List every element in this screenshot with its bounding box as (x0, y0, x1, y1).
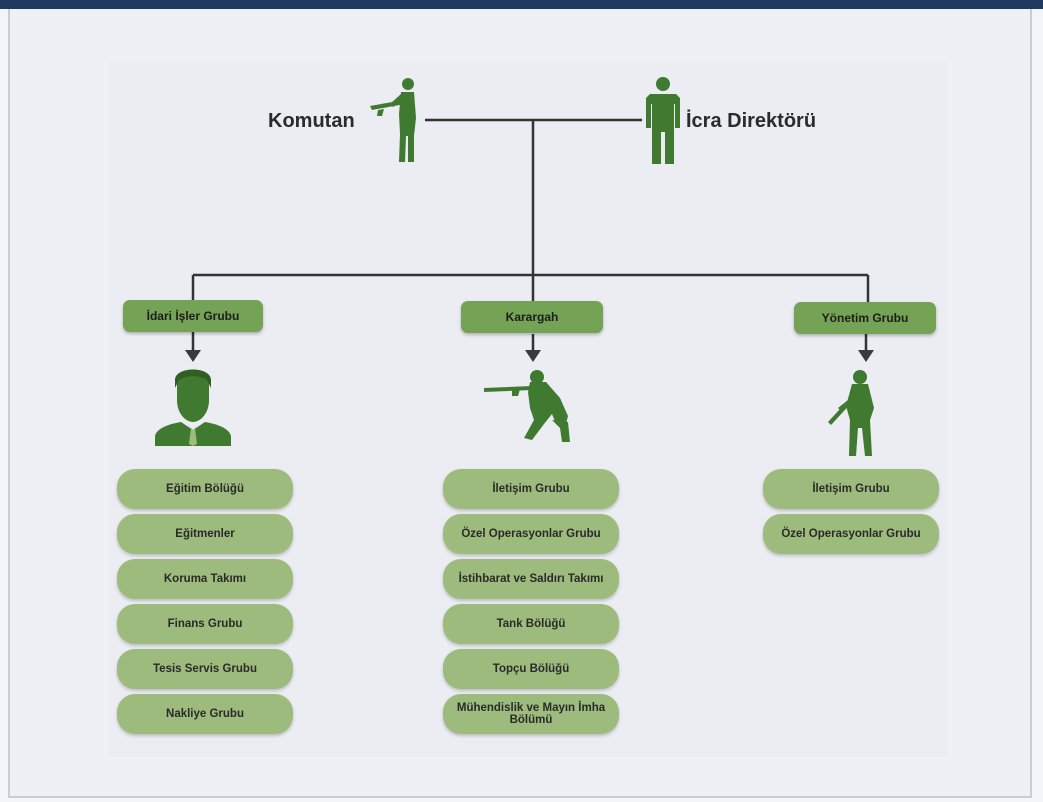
list-item: Tesis Servis Grubu (117, 649, 293, 689)
list-item: Eğitmenler (117, 514, 293, 554)
list-item: Tank Bölüğü (443, 604, 619, 644)
list-item: Özel Operasyonlar Grubu (443, 514, 619, 554)
list-item: Mühendislik ve Mayın İmha Bölümü (443, 694, 619, 734)
list-item: İstihbarat ve Saldırı Takımı (443, 559, 619, 599)
businessman-icon (155, 369, 231, 446)
list-item: Eğitim Bölüğü (117, 469, 293, 509)
commander-label: Komutan (268, 110, 355, 132)
executive-director-label: İcra Direktörü (686, 110, 817, 132)
group-header-management: Yönetim Grubu (794, 302, 936, 334)
list-item: Nakliye Grubu (117, 694, 293, 734)
list-item: İletişim Grubu (443, 469, 619, 509)
list-item: Topçu Bölüğü (443, 649, 619, 689)
group-header-admin: İdari İşler Grubu (123, 300, 263, 332)
window-top-bar (0, 0, 1043, 9)
list-item: Koruma Takımı (117, 559, 293, 599)
rifleman-icon (370, 78, 416, 162)
standing-soldier-icon (828, 370, 874, 456)
list-item: Finans Grubu (117, 604, 293, 644)
person-icon (646, 77, 680, 164)
list-item: İletişim Grubu (763, 469, 939, 509)
list-item: Özel Operasyonlar Grubu (763, 514, 939, 554)
group-header-headquarters: Karargah (461, 301, 603, 333)
kneeling-soldier-icon (484, 370, 570, 442)
